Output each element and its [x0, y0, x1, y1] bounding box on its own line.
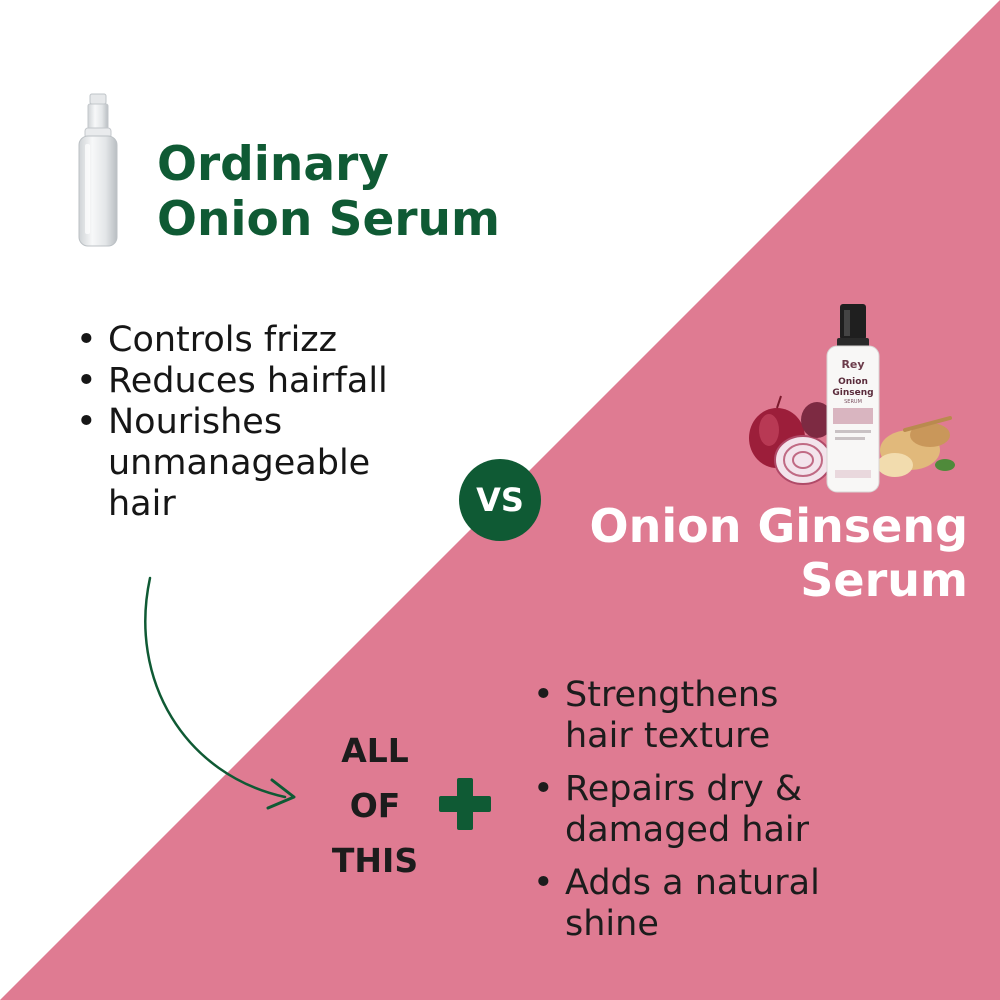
ordinary-serum-title: Ordinary Onion Serum [157, 137, 500, 247]
product-name-line-1: Onion [838, 377, 868, 387]
ordinary-title-line-2: Onion Serum [157, 192, 500, 247]
ginseng-root-icon [877, 416, 955, 477]
list-item: Nourishes unmanageable hair [76, 402, 388, 525]
ginseng-serum-title: Onion Ginseng Serum [589, 499, 968, 607]
list-item: Repairs dry & damaged hair [533, 769, 820, 851]
clear-spray-bottle-icon [78, 93, 118, 247]
all-of-this-label: ALL OF THIS [320, 723, 430, 888]
ginseng-features-list: Strengthens hair texture Repairs dry & d… [533, 675, 820, 957]
vs-badge: VS [459, 459, 541, 541]
ordinary-features-list: Controls frizz Reduces hairfall Nourishe… [76, 320, 388, 525]
all-of-this-line-1: ALL [341, 731, 409, 770]
list-item: Adds a natural shine [533, 863, 820, 945]
ordinary-title-line-1: Ordinary [157, 137, 389, 192]
product-name-line-3: SERUM [844, 399, 862, 405]
all-of-this-line-3: THIS [331, 841, 419, 880]
product-image: Rey Onion Ginseng SERUM [749, 304, 955, 493]
product-brand: Rey [841, 358, 864, 371]
serum-bottle-icon: Rey Onion Ginseng SERUM [826, 304, 880, 493]
list-item: Reduces hairfall [76, 361, 388, 402]
curved-arrow-icon [144, 576, 296, 810]
red-onion-icon [749, 395, 833, 485]
list-item: Strengthens hair texture [533, 675, 820, 757]
ginseng-title-line-2: Serum [800, 553, 968, 607]
product-name-line-2: Ginseng [832, 388, 873, 398]
list-item: Controls frizz [76, 320, 388, 361]
all-of-this-line-2: OF [349, 786, 401, 825]
plus-icon [439, 778, 491, 830]
ginseng-title-line-1: Onion Ginseng [589, 499, 968, 553]
